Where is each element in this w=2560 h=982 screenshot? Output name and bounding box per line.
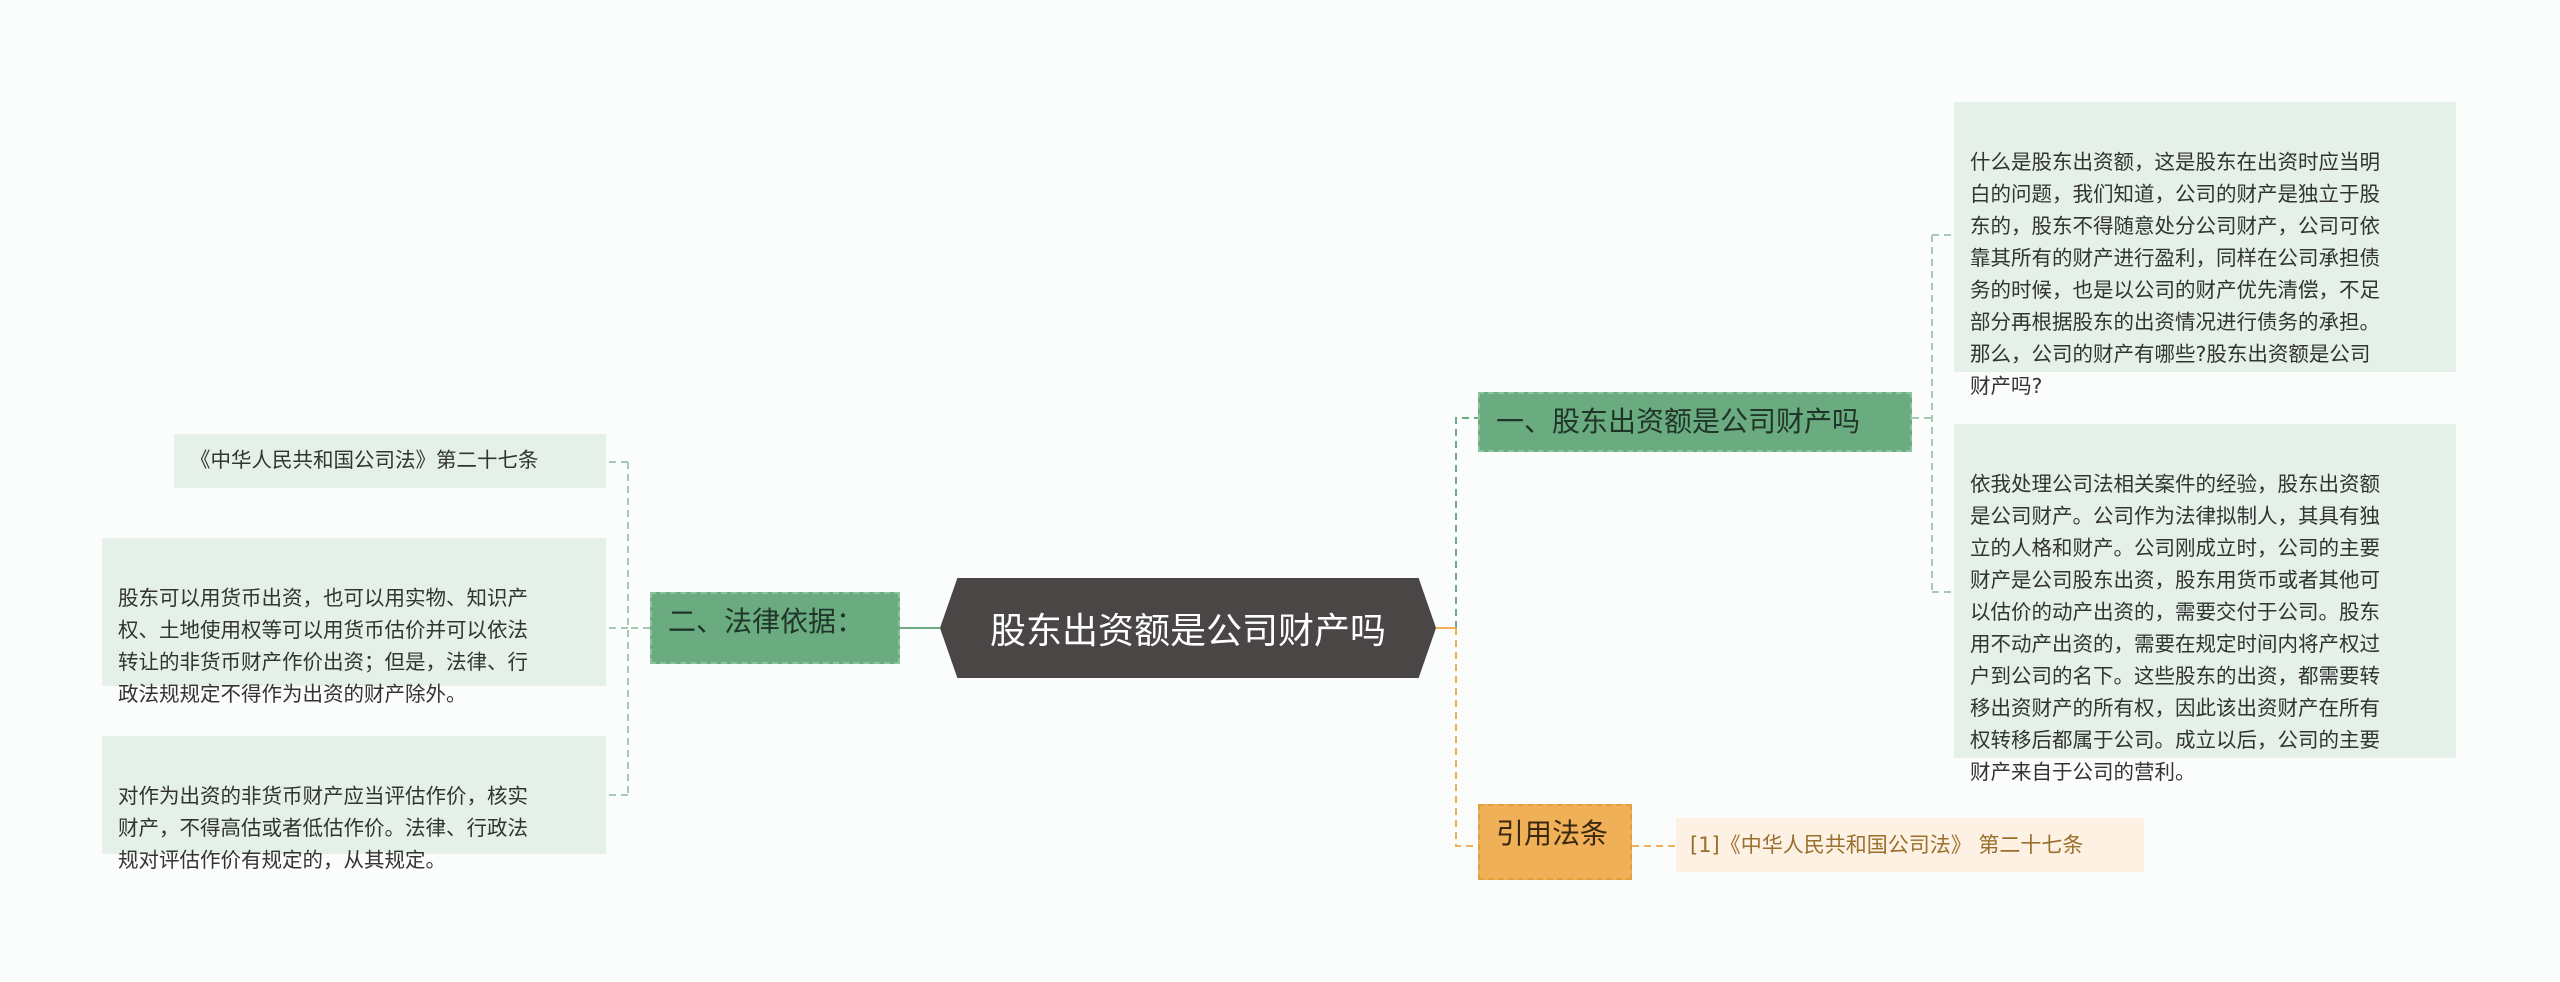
connector-trunk-citations xyxy=(1455,628,1478,847)
leaf-text: 对作为出资的非货币财产应当评估作价，核实 财产，不得高估或者低估作价。法律、行政… xyxy=(118,784,528,872)
leaf-citation-company-law-art27[interactable]: [1]《中华人民共和国公司法》 第二十七条 xyxy=(1676,818,2144,872)
connector-branch2-leaves xyxy=(606,461,650,796)
leaf-text: 依我处理公司法相关案件的经验，股东出资额 是公司财产。公司作为法律拟制人，其具有… xyxy=(1970,472,2380,784)
branch-label: 一、股东出资额是公司财产吗 xyxy=(1496,405,1861,438)
leaf-text: [1]《中华人民共和国公司法》 第二十七条 xyxy=(1690,833,2084,857)
leaf-capital-is-company-property[interactable]: 依我处理公司法相关案件的经验，股东出资额 是公司财产。公司作为法律拟制人，其具有… xyxy=(1954,424,2456,784)
branch-legal-basis[interactable]: 二、法律依据： xyxy=(650,592,900,664)
root-topic-title: 股东出资额是公司财产吗 xyxy=(989,611,1386,652)
connector-trunk-branch1 xyxy=(1455,417,1478,628)
leaf-company-law-art27-title[interactable]: 《中华人民共和国公司法》第二十七条 xyxy=(174,434,606,488)
leaf-text: 股东可以用货币出资，也可以用实物、知识产 权、土地使用权等可以用货币估价并可以依… xyxy=(118,586,528,706)
root-topic[interactable]: 股东出资额是公司财产吗 xyxy=(940,578,1436,678)
leaf-non-monetary-valuation[interactable]: 对作为出资的非货币财产应当评估作价，核实 财产，不得高估或者低估作价。法律、行政… xyxy=(102,736,606,872)
connector-branch1-leaves xyxy=(1912,234,1954,593)
branch-label: 引用法条 xyxy=(1496,817,1609,850)
leaf-what-is-capital-contribution[interactable]: 什么是股东出资额，这是股东在出资时应当明 白的问题，我们知道，公司的财产是独立于… xyxy=(1954,102,2456,398)
leaf-contribution-forms[interactable]: 股东可以用货币出资，也可以用实物、知识产 权、土地使用权等可以用货币估价并可以依… xyxy=(102,538,606,706)
branch-label: 二、法律依据： xyxy=(668,605,865,638)
branch-citations[interactable]: 引用法条 xyxy=(1478,804,1632,880)
leaf-text: 《中华人民共和国公司法》第二十七条 xyxy=(190,448,539,472)
leaf-text: 什么是股东出资额，这是股东在出资时应当明 白的问题，我们知道，公司的财产是独立于… xyxy=(1970,150,2380,398)
branch-is-capital-company-property[interactable]: 一、股东出资额是公司财产吗 xyxy=(1478,392,1912,452)
